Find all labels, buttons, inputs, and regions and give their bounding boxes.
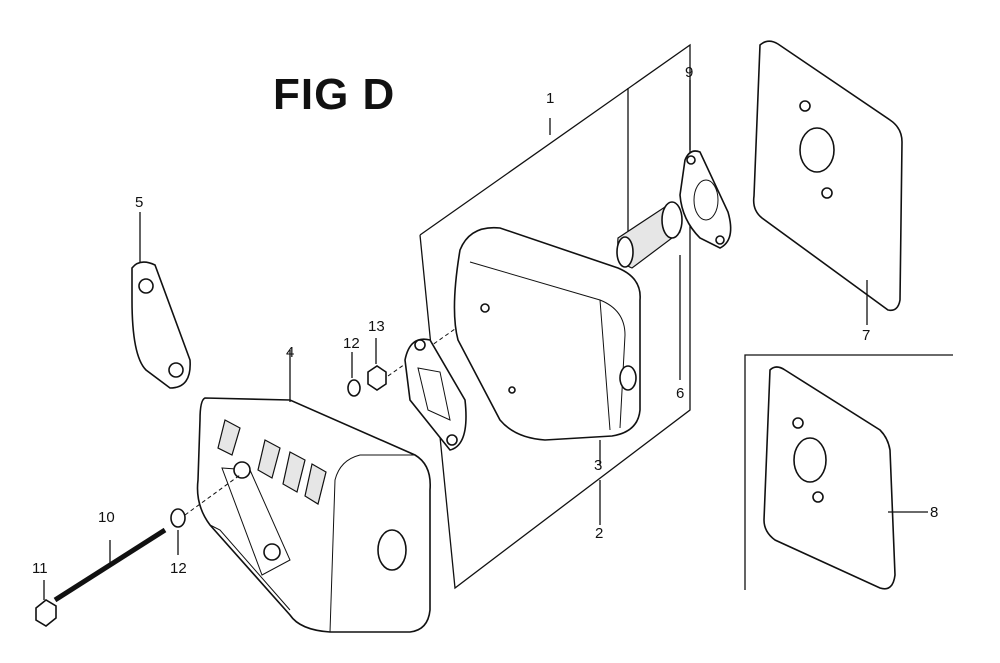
part-10-bolt xyxy=(53,527,167,603)
callout-8: 8 xyxy=(930,504,938,521)
callout-1: 1 xyxy=(546,90,554,107)
part-12-washer-right xyxy=(347,352,361,397)
part-5-plate xyxy=(131,212,191,389)
callout-6: 6 xyxy=(676,385,684,402)
callout-7: 7 xyxy=(862,327,870,344)
part-7-heat-shield xyxy=(752,40,903,325)
figure-title: FIG D xyxy=(273,70,396,119)
part-13-nut xyxy=(367,309,483,391)
assembly-bracket xyxy=(419,43,691,590)
part-4-protector xyxy=(196,350,432,633)
part-3-muffler xyxy=(453,226,641,525)
callout-5: 5 xyxy=(135,194,143,211)
part-spark-arrester xyxy=(616,201,683,269)
callout-9: 9 xyxy=(685,64,693,81)
callout-10: 10 xyxy=(98,509,115,526)
callout-12-left: 12 xyxy=(170,560,187,577)
part-9-gasket xyxy=(679,80,732,380)
callout-3: 3 xyxy=(594,457,602,474)
callout-4: 4 xyxy=(286,344,294,361)
part-12-washer-left xyxy=(170,474,241,555)
part-8-heat-shield xyxy=(744,354,953,590)
callout-2: 2 xyxy=(595,525,603,542)
part-11-nut xyxy=(35,580,57,627)
callout-13: 13 xyxy=(368,318,385,335)
callout-11: 11 xyxy=(32,560,48,577)
callout-12-right: 12 xyxy=(343,335,360,352)
part-plate-gasket xyxy=(404,338,467,451)
